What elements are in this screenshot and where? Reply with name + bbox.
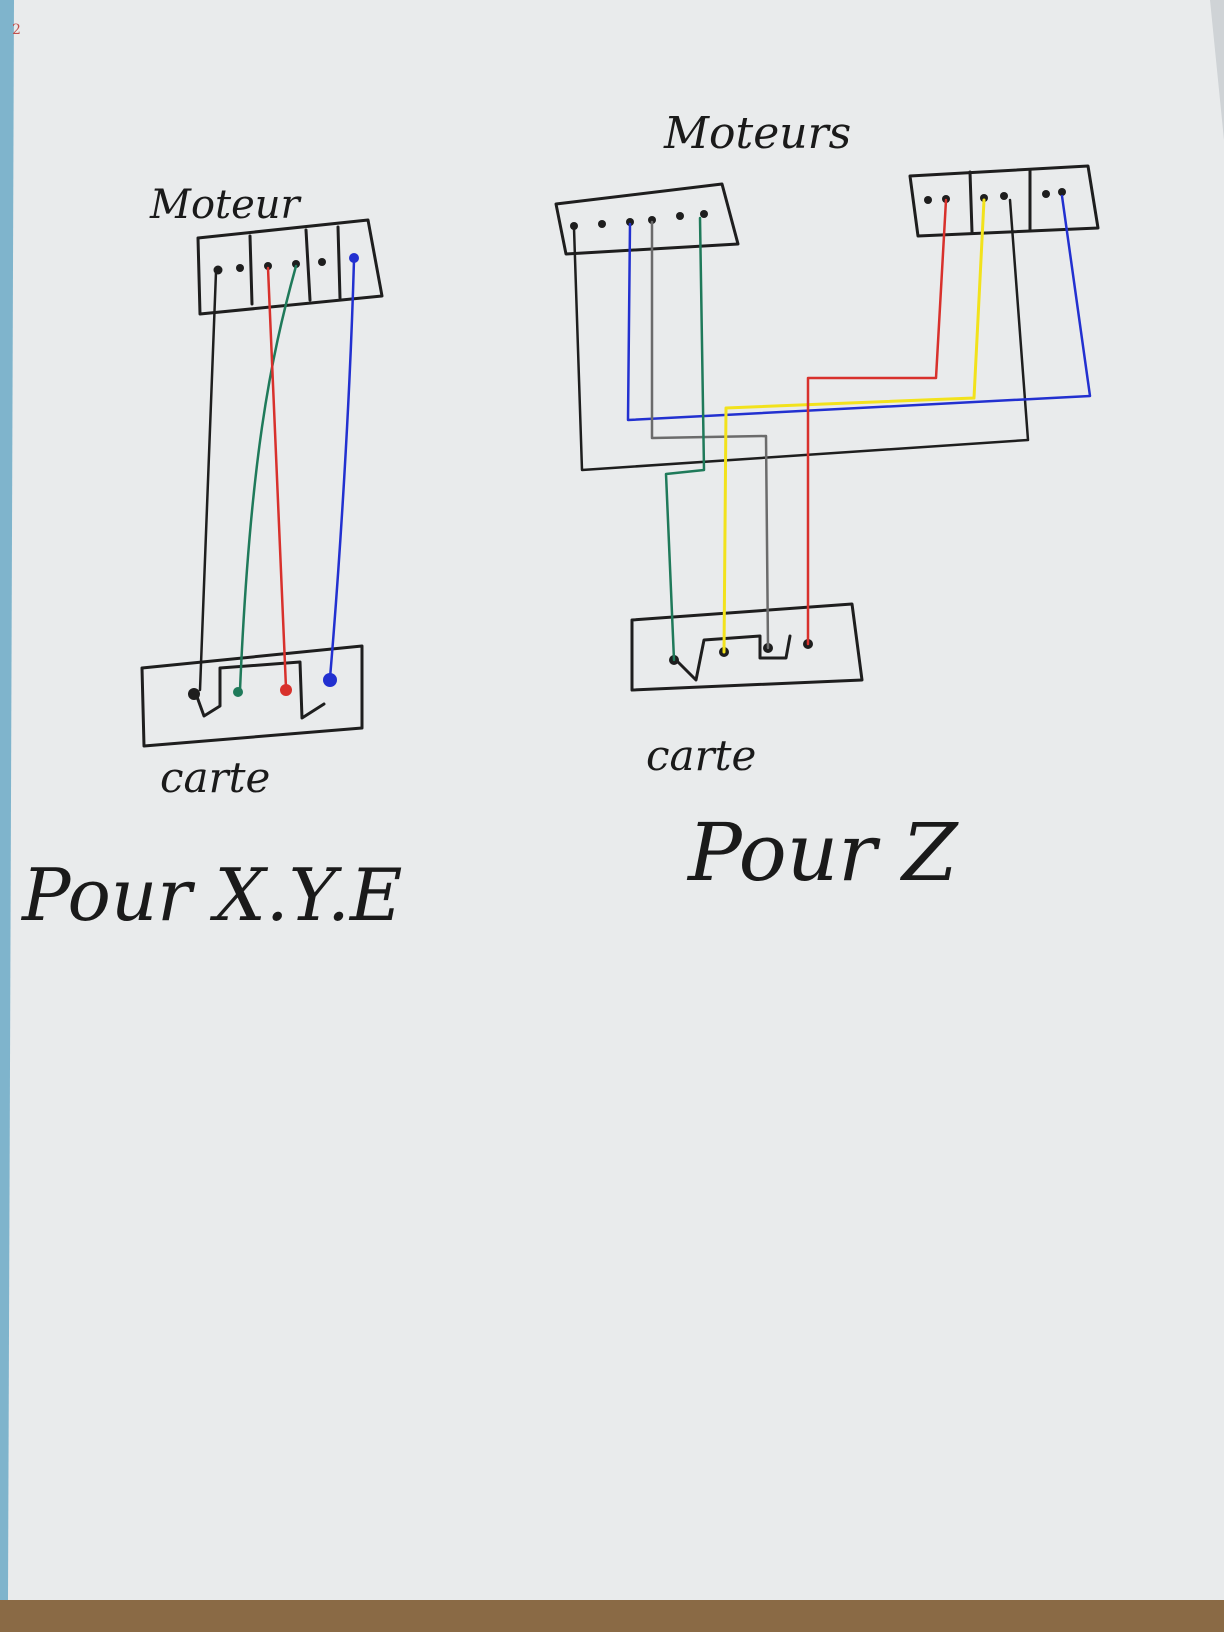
right-wire-green [664, 216, 706, 662]
left-card-connector [140, 644, 364, 748]
right-caption: Pour Z [686, 806, 959, 899]
right-wire-yellow [722, 198, 986, 654]
diagram-left: Moteur [20, 182, 402, 937]
right-motor-connector-2 [908, 164, 1100, 238]
right-wire-gray [650, 220, 770, 650]
right-wire-blue [626, 194, 1092, 422]
left-wires [198, 258, 356, 692]
left-wire-blue [328, 258, 356, 680]
corner-mark: 2 [12, 22, 21, 38]
left-caption: Pour X.Y.E [20, 853, 402, 937]
left-wire-black [198, 270, 218, 692]
left-motor-connector [196, 218, 384, 316]
left-wire-red [266, 266, 288, 690]
right-motors-label: Moteurs [663, 108, 851, 159]
left-wire-green [238, 264, 298, 692]
desk-edge [0, 1600, 1224, 1632]
left-motor-label: Moteur [149, 182, 303, 228]
left-card-label: carte [160, 753, 270, 802]
right-wire-black [572, 198, 1030, 472]
right-wire-red [806, 198, 948, 646]
right-card-label: carte [646, 731, 756, 780]
right-motor-connector-1 [554, 182, 740, 256]
right-wires [572, 194, 1092, 662]
diagram-right: Moteurs [554, 108, 1100, 899]
